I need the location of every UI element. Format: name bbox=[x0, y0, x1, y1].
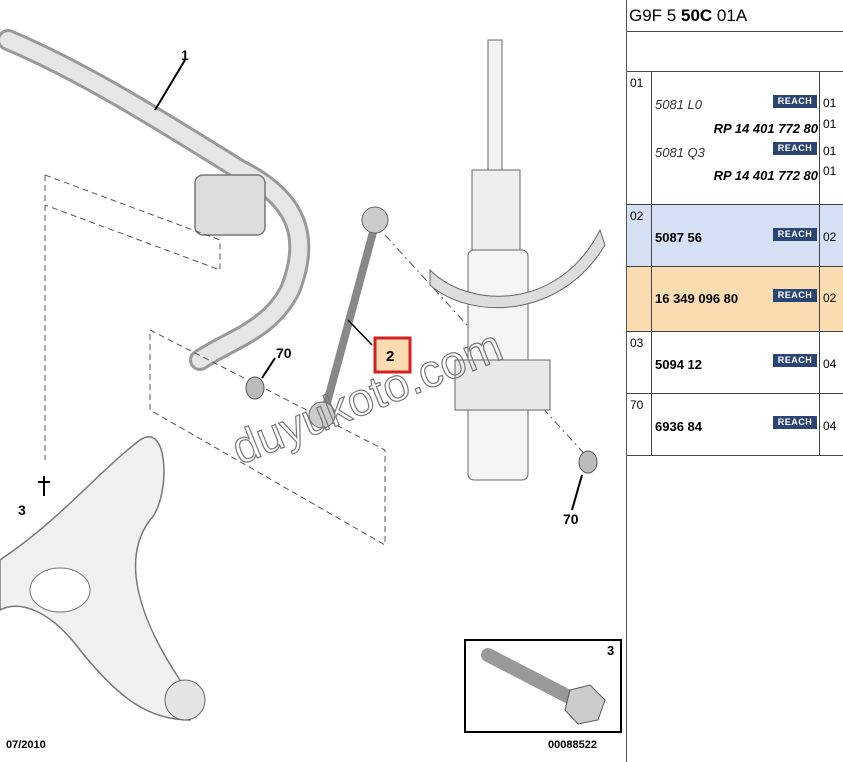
bushing-70-right bbox=[578, 450, 598, 474]
reach-badge: REACH bbox=[773, 95, 817, 108]
rp-ref: RP 14 401 772 80 bbox=[713, 121, 818, 136]
rp-ref: RP 14 401 772 80 bbox=[713, 168, 818, 183]
ball-joint bbox=[164, 679, 206, 721]
reach-badge: REACH bbox=[773, 228, 817, 241]
reach-badge: REACH bbox=[773, 354, 817, 367]
bushing-70-left bbox=[245, 376, 265, 400]
label-70-left: 70 bbox=[276, 345, 292, 361]
reach-badge: REACH bbox=[773, 142, 817, 155]
bolt bbox=[481, 648, 582, 707]
part-ref: 5094 12 bbox=[655, 357, 702, 372]
inset-label-3: 3 bbox=[607, 643, 614, 658]
table-row[interactable]: 02 5087 56 REACH 02 bbox=[627, 205, 843, 267]
table-row[interactable]: 03 5094 12 REACH 04 bbox=[627, 332, 843, 394]
spring-seat bbox=[429, 228, 606, 308]
stabilizer-link bbox=[321, 223, 379, 412]
lower-control-arm bbox=[0, 436, 191, 721]
reach-badge: REACH bbox=[773, 416, 817, 429]
part-ref: 16 349 096 80 bbox=[655, 291, 739, 306]
part-ref: 5087 56 bbox=[655, 230, 702, 245]
shock-rod bbox=[487, 39, 503, 181]
table-row[interactable]: 70 6936 84 REACH 04 bbox=[627, 394, 843, 456]
blank-row bbox=[627, 32, 843, 72]
parts-diagram: 1 2 3 70 70 duyukoto.com 3 07/2010 00088… bbox=[0, 29, 622, 751]
label-3: 3 bbox=[18, 502, 26, 518]
parts-panel: G9F 5 50C 01A 01 5081 L0 REACH 01 RP 14 … bbox=[626, 0, 843, 762]
bar-clamp bbox=[194, 174, 266, 236]
table-row-selected[interactable]: 16 349 096 80 REACH 02 bbox=[627, 267, 843, 332]
callout-2-highlight[interactable] bbox=[373, 336, 412, 374]
label-1: 1 bbox=[181, 47, 189, 63]
table-row[interactable]: 01 5081 L0 REACH 01 RP 14 401 772 80 01 … bbox=[627, 72, 843, 205]
guide-line bbox=[44, 174, 221, 271]
diagram-date: 07/2010 bbox=[6, 739, 46, 751]
drawing-number: 00088522 bbox=[548, 739, 597, 751]
part-ref: 6936 84 bbox=[655, 419, 702, 434]
reach-badge: REACH bbox=[773, 289, 817, 302]
part-ref: 5081 Q3 bbox=[655, 145, 705, 160]
guide-box bbox=[149, 329, 386, 546]
label-70-right: 70 bbox=[563, 511, 579, 527]
part-ref: 5081 L0 bbox=[655, 97, 702, 112]
model-code: G9F 5 50C 01A bbox=[627, 0, 843, 32]
label-2[interactable]: 2 bbox=[386, 348, 394, 365]
